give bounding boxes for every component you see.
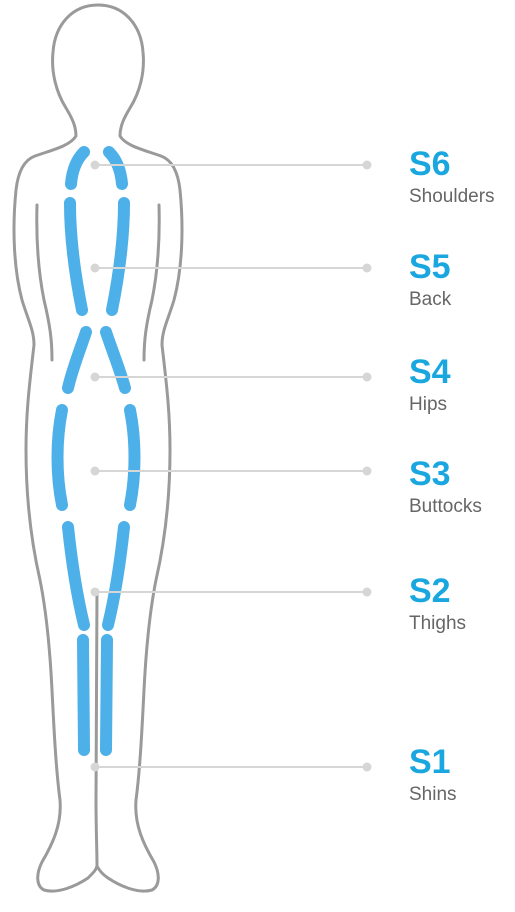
zone-code: S4: [409, 354, 451, 390]
leader-s6: [91, 161, 372, 170]
zone-label-s3: S3 Buttocks: [409, 456, 482, 518]
zone-label-s1: S1 Shins: [409, 744, 457, 806]
right-arm-inner-line: [144, 205, 159, 360]
segment-s2-right: [108, 527, 124, 625]
segment-s4-right: [106, 332, 125, 388]
segment-s1-left: [83, 640, 84, 750]
segment-s6-right: [109, 152, 122, 184]
zone-code: S3: [409, 456, 482, 492]
zone-label-s4: S4 Hips: [409, 354, 451, 416]
left-arm-inner-line: [37, 205, 52, 360]
zone-label-s5: S5 Back: [409, 249, 451, 311]
zone-name: Back: [409, 289, 451, 311]
segment-s5-left: [70, 203, 82, 310]
zone-name: Buttocks: [409, 496, 482, 518]
zone-name: Hips: [409, 394, 451, 416]
zone-code: S5: [409, 249, 451, 285]
zone-code: S2: [409, 573, 466, 609]
leader-s1: [91, 763, 372, 772]
segment-s6-left: [71, 152, 84, 184]
zone-name: Shins: [409, 784, 457, 806]
zone-name: Thighs: [409, 613, 466, 635]
leg-division-line: [96, 590, 97, 866]
body-outline: [14, 5, 182, 891]
segment-s5-right: [112, 203, 124, 310]
zone-label-s2: S2 Thighs: [409, 573, 466, 635]
zone-code: S1: [409, 744, 457, 780]
leader-s2: [91, 588, 372, 597]
leader-s5: [91, 264, 372, 273]
zone-code: S6: [409, 146, 495, 182]
segment-s3-left: [58, 410, 63, 505]
segment-s4-left: [68, 332, 86, 388]
segment-s2-left: [68, 527, 84, 625]
segment-s1-right: [106, 640, 107, 750]
leader-s4: [91, 373, 372, 382]
segment-s3-right: [130, 410, 135, 505]
body-silhouette: [14, 5, 182, 891]
zone-name: Shoulders: [409, 186, 495, 208]
zone-label-s6: S6 Shoulders: [409, 146, 495, 208]
